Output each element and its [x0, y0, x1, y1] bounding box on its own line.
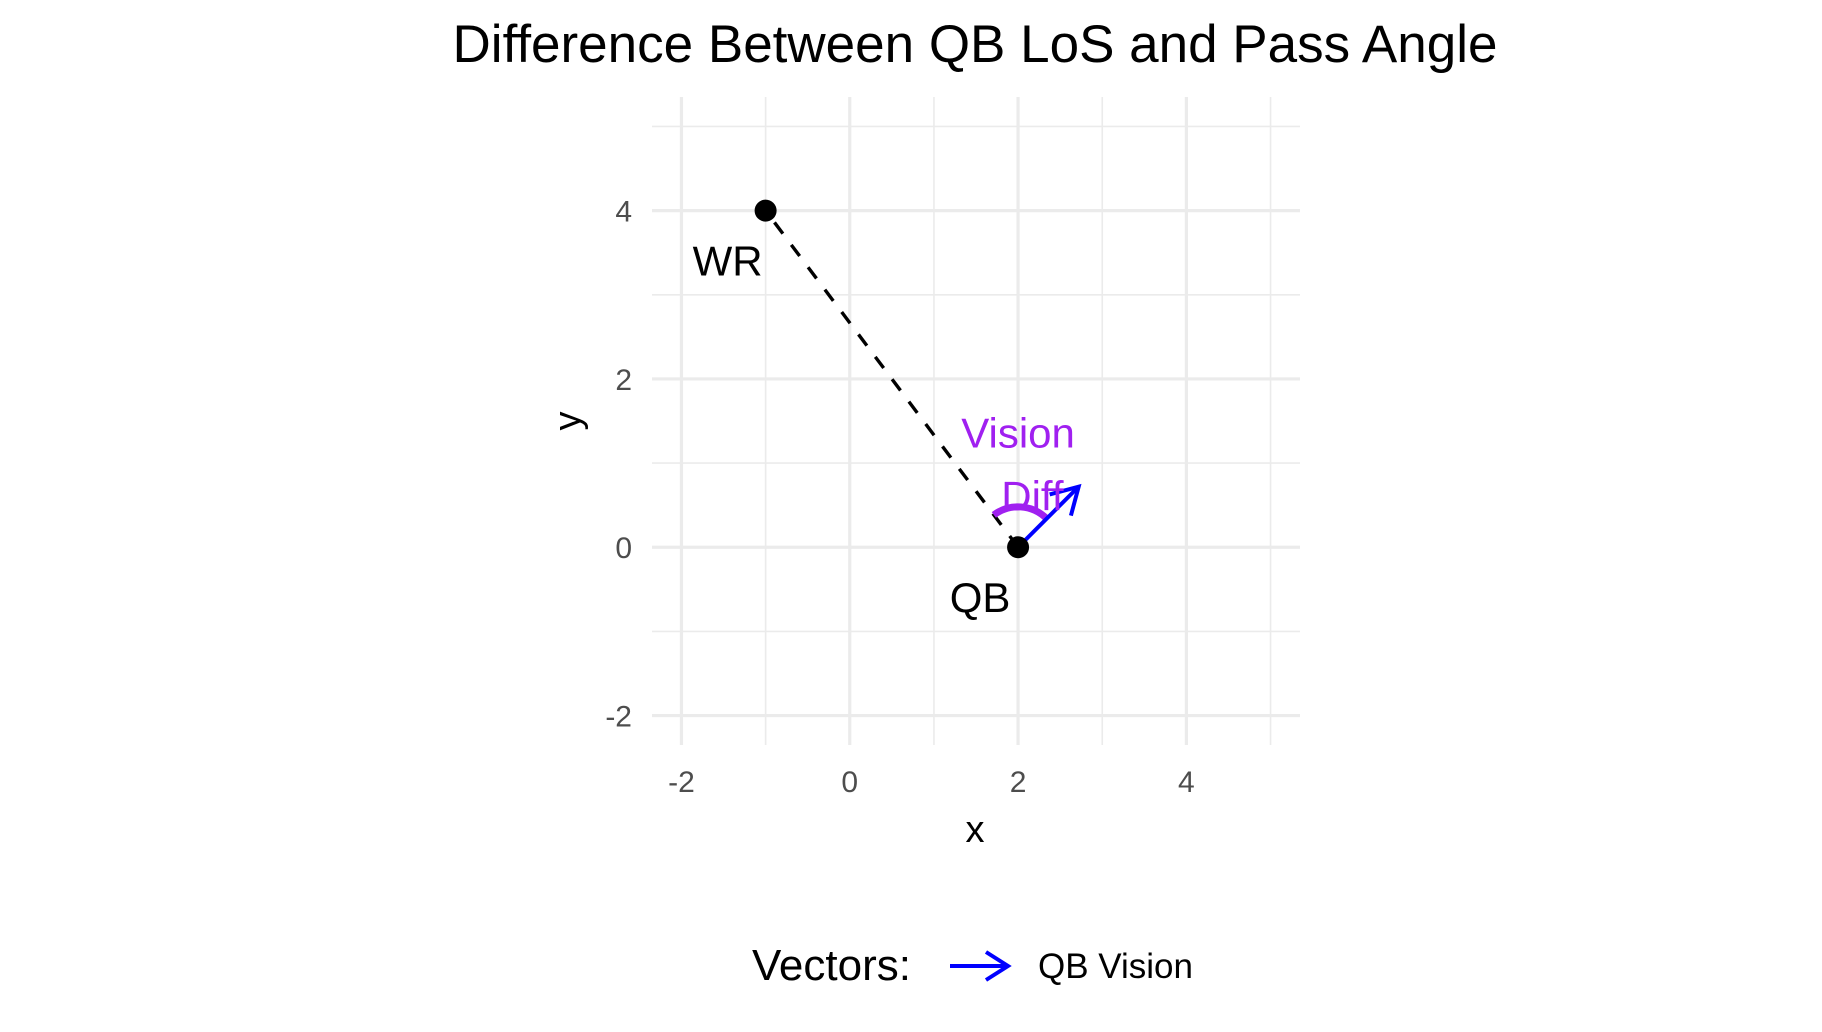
annotation-diff: Diff: [1001, 473, 1064, 520]
legend-entries: QB Vision: [950, 947, 1193, 986]
angle-diff-arc: [991, 503, 1050, 522]
grid-major-lines: [652, 97, 1300, 745]
x-tick-label: 0: [841, 766, 858, 799]
legend-title: Vectors:: [752, 941, 911, 990]
y-tick-label: -2: [605, 701, 632, 734]
y-tick-label: 0: [615, 532, 632, 565]
y-tick-label: 4: [615, 196, 632, 229]
vision-vector-arrowhead: [1049, 483, 1082, 517]
legend-key-arrowhead: [984, 950, 1012, 982]
point-label-qb: QB: [950, 574, 1011, 621]
y-tick-labels: -2 0 2 4: [605, 196, 632, 734]
y-tick-label: 2: [615, 364, 632, 397]
grid-minor-lines: [652, 97, 1300, 745]
point-qb: [1007, 536, 1030, 559]
legend-key-label: QB Vision: [1038, 947, 1193, 986]
annotation-vision: Vision: [961, 410, 1075, 457]
point-label-wr: WR: [693, 238, 763, 285]
x-tick-label: -2: [668, 766, 695, 799]
vision-vector-line: [1016, 485, 1081, 549]
y-axis-title: y: [547, 412, 589, 431]
legend: Vectors: QB Vision: [752, 941, 1193, 990]
x-tick-label: 4: [1178, 766, 1195, 799]
chart-title: Difference Between QB LoS and Pass Angle: [453, 15, 1498, 74]
x-tick-label: 2: [1010, 766, 1027, 799]
point-wr: [754, 199, 777, 222]
x-tick-labels: -2 0 2 4: [668, 766, 1195, 799]
x-axis-title: x: [966, 809, 985, 851]
